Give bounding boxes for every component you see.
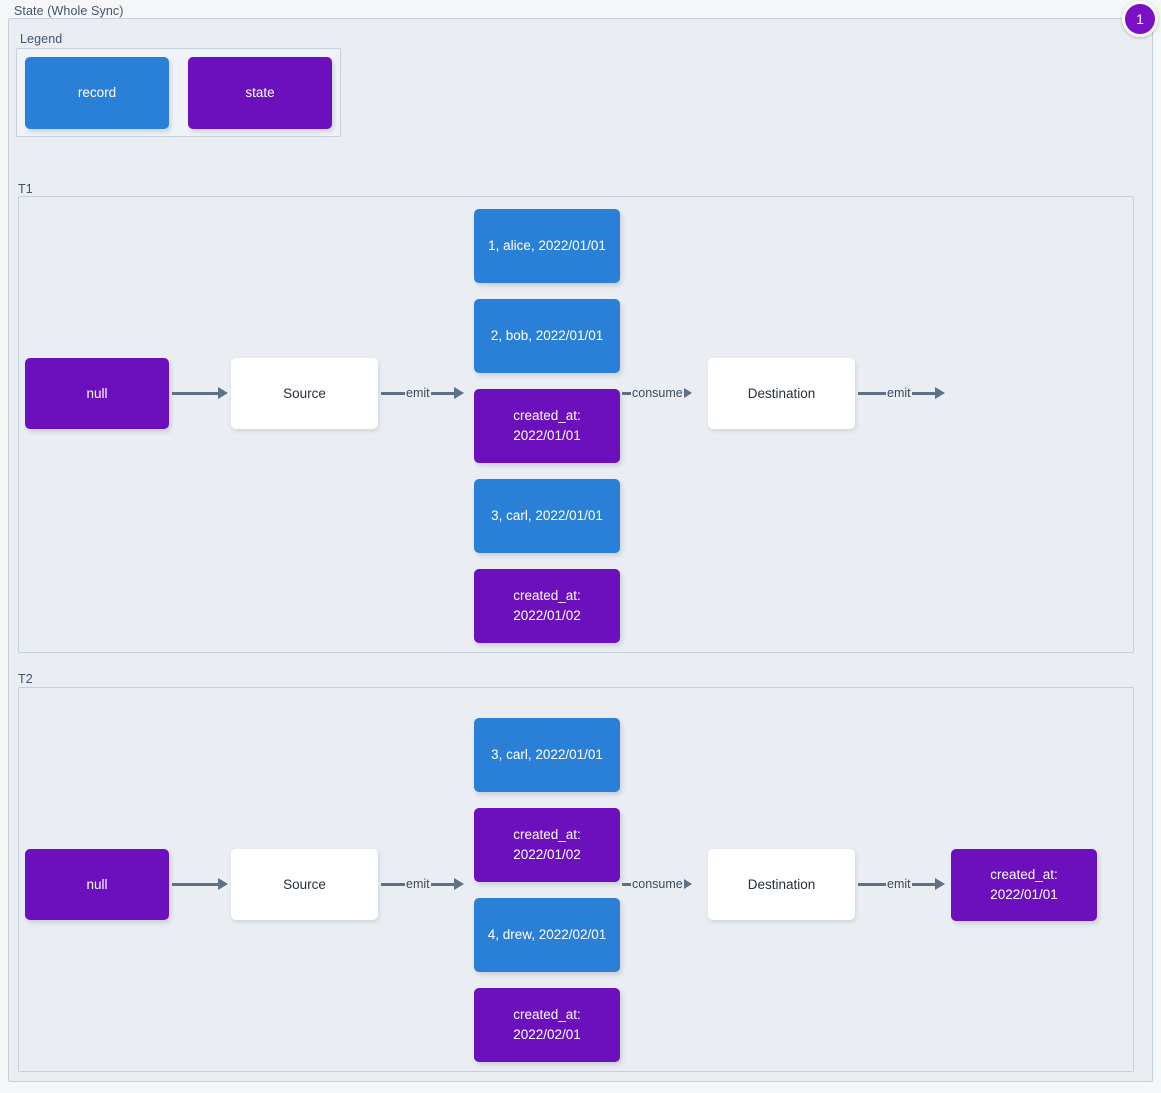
t1-initial-state: null <box>25 358 169 429</box>
t2-edge-state-to-source <box>172 876 228 892</box>
t2-payload-1: created_at: 2022/01/02 <box>474 808 620 882</box>
diagram-title: State (Whole Sync) <box>14 4 124 18</box>
t1-edge-state-to-source <box>172 385 228 401</box>
legend-item-state: state <box>188 57 332 129</box>
t1-payload-2: created_at: 2022/01/01 <box>474 389 620 463</box>
section-label-t2: T2 <box>18 672 33 686</box>
t1-payload-1: 2, bob, 2022/01/01 <box>474 299 620 373</box>
t2-initial-state: null <box>25 849 169 920</box>
t2-edge-label-consume: consume <box>632 876 683 891</box>
t2-payload-2: 4, drew, 2022/02/01 <box>474 898 620 972</box>
t2-edge-label-emit-2: emit <box>887 876 911 891</box>
t2-payload-0: 3, carl, 2022/01/01 <box>474 718 620 792</box>
legend-item-record: record <box>25 57 169 129</box>
t2-final-state: created_at: 2022/01/01 <box>951 849 1097 921</box>
t1-source-node: Source <box>231 358 378 429</box>
t2-edge-label-emit: emit <box>406 876 430 891</box>
t1-payload-3: 3, carl, 2022/01/01 <box>474 479 620 553</box>
t1-payload-4: created_at: 2022/01/02 <box>474 569 620 643</box>
t1-edge-label-consume: consume <box>632 385 683 400</box>
t1-payload-0: 1, alice, 2022/01/01 <box>474 209 620 283</box>
t1-edge-label-emit-2: emit <box>887 385 911 400</box>
t2-edge-source-emit: emit <box>381 876 464 892</box>
t2-source-node: Source <box>231 849 378 920</box>
t1-edge-label-emit: emit <box>406 385 430 400</box>
t1-edge-destination-emit: emit <box>858 385 945 401</box>
t2-edge-destination-emit: emit <box>858 876 945 892</box>
t1-edge-source-emit: emit <box>381 385 464 401</box>
t1-destination-node: Destination <box>708 358 855 429</box>
t2-edge-consume: consume <box>622 876 692 892</box>
t2-payload-3: created_at: 2022/02/01 <box>474 988 620 1062</box>
step-badge[interactable]: 1 <box>1122 1 1158 37</box>
section-label-t1: T1 <box>18 182 33 196</box>
t2-destination-node: Destination <box>708 849 855 920</box>
t1-edge-consume: consume <box>622 385 692 401</box>
legend-label: Legend <box>20 32 63 46</box>
